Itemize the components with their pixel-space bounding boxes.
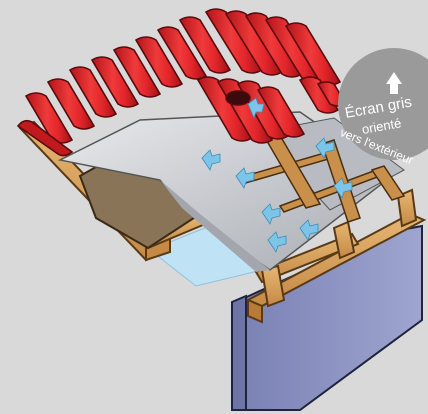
vent-tile xyxy=(226,91,250,105)
